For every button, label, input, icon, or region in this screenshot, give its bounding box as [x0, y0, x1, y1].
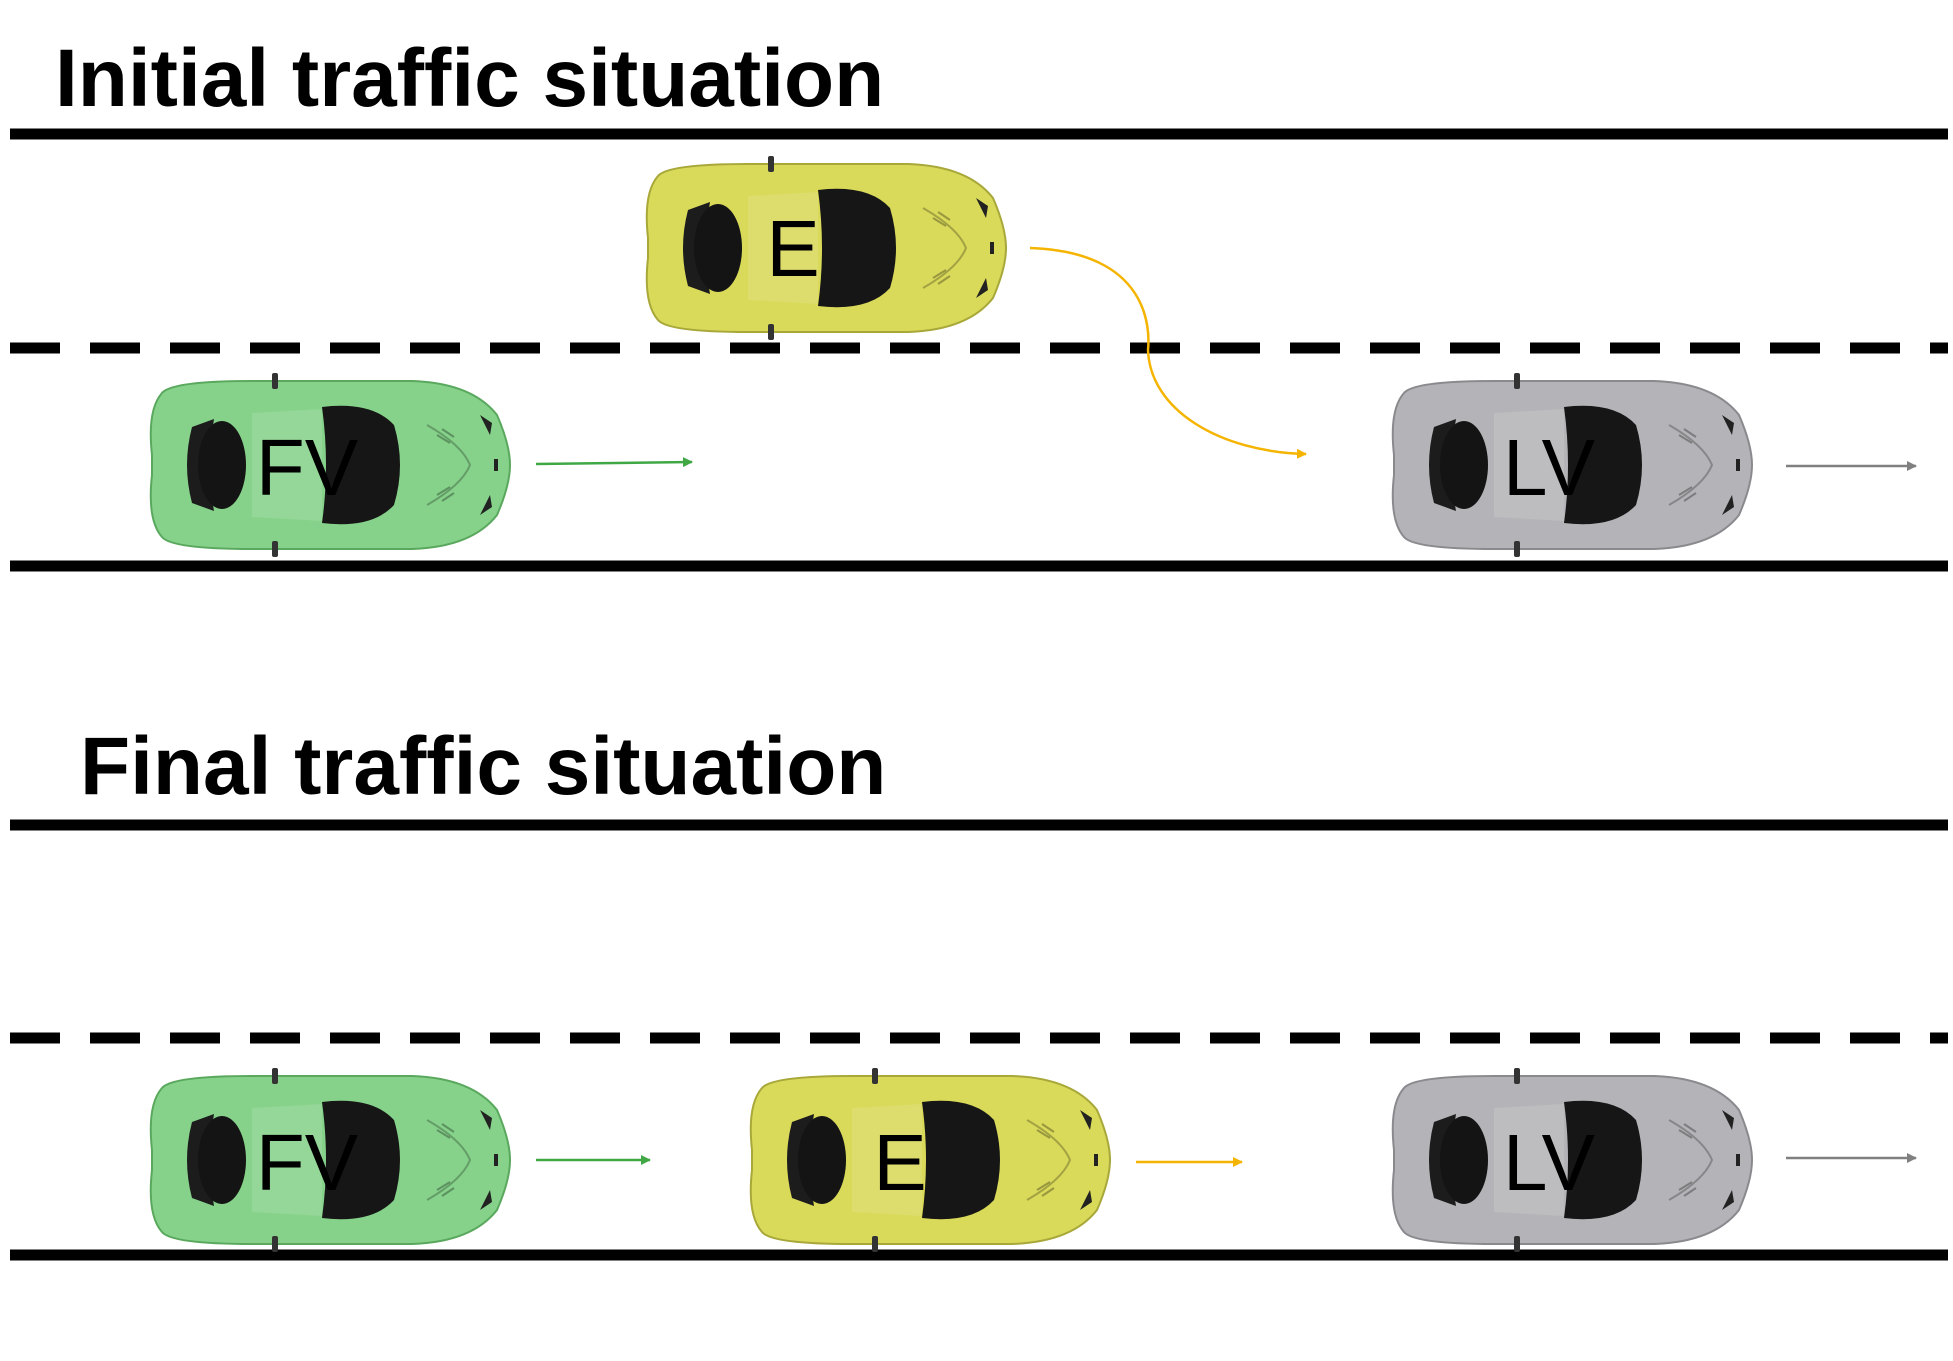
ego-label: E — [766, 204, 819, 293]
follower-vehicle-final: FV — [149, 1067, 512, 1253]
follower-label: FV — [256, 423, 359, 512]
final-situation-title: Final traffic situation — [80, 721, 887, 812]
ego-label: E — [873, 1118, 926, 1207]
leader-vehicle-initial: LV — [1391, 372, 1754, 558]
follower-motion-arrow — [535, 457, 693, 468]
leader-label: LV — [1503, 1118, 1596, 1207]
ego-lane-change-arrow — [1029, 246, 1307, 459]
leader-vehicle-final: LV — [1391, 1067, 1754, 1253]
follower-label: FV — [256, 1118, 359, 1207]
final-road — [10, 819, 1948, 1261]
initial-road — [10, 128, 1948, 572]
initial-situation-title: Initial traffic situation — [55, 33, 885, 124]
ego-vehicle-initial: E — [645, 155, 1008, 341]
ego-vehicle-final: E — [749, 1067, 1112, 1253]
follower-vehicle-initial: FV — [149, 372, 512, 558]
leader-label: LV — [1503, 423, 1596, 512]
